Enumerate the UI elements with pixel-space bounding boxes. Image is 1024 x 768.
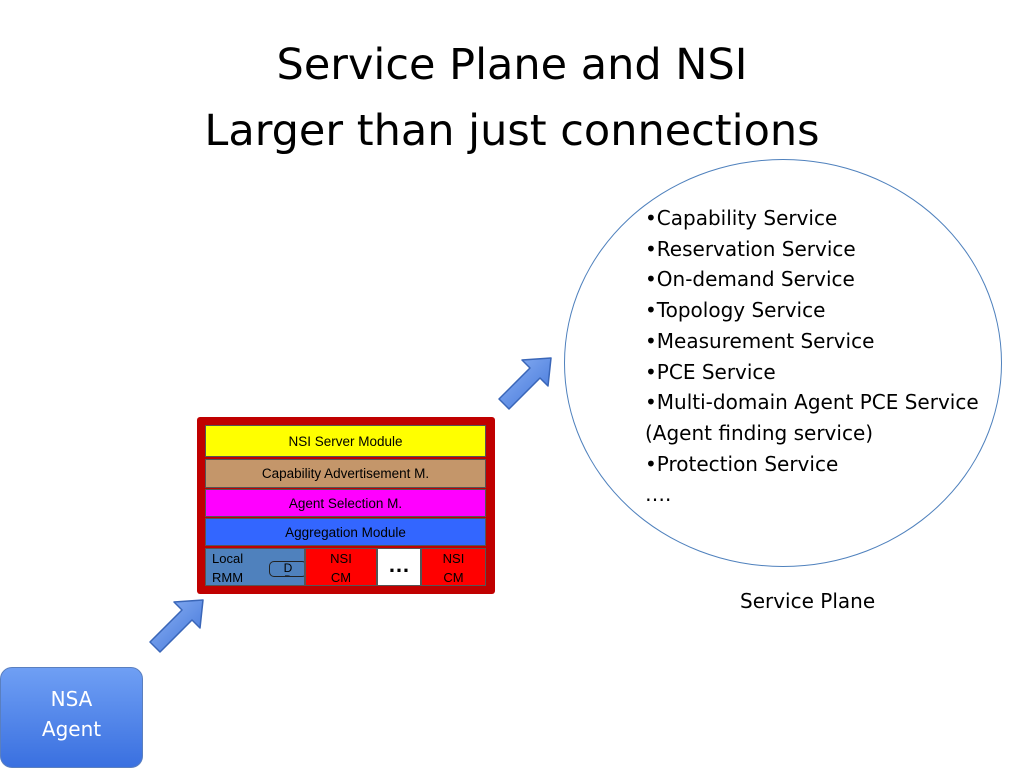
cm2-line-2: CM xyxy=(443,570,464,585)
aggregation-module: Aggregation Module xyxy=(205,518,486,546)
local-rmm-line-2: RMM xyxy=(212,570,244,585)
slide-title: Service Plane and NSI Larger than just c… xyxy=(0,32,1024,164)
service-plane-circle xyxy=(564,159,1002,567)
cm1-line-2: CM xyxy=(330,570,352,585)
nsi-server-module: NSI Server Module xyxy=(205,425,486,457)
title-line-1: Service Plane and NSI xyxy=(276,40,748,90)
cm2-line-1: NSI xyxy=(442,551,465,566)
capability-advertisement-module: Capability Advertisement M. xyxy=(205,459,486,488)
title-line-2: Larger than just connections xyxy=(204,106,820,156)
service-item: •Measurement Service xyxy=(645,328,875,353)
upper-arrow-icon xyxy=(498,357,552,410)
nsa-agent-box: NSA Agent xyxy=(0,667,143,768)
local-rmm-module: Local RMM D B xyxy=(205,548,305,586)
nsi-cm-module-1: NSI CM xyxy=(305,548,377,586)
db-line-2: B xyxy=(270,574,304,576)
nsi-module-stack: NSI Server Module Capability Advertiseme… xyxy=(197,417,495,594)
agent-selection-module: Agent Selection M. xyxy=(205,489,486,517)
ellipsis-cell: … xyxy=(377,548,421,586)
nsa-agent-line-2: Agent xyxy=(41,716,102,741)
service-item: •On-demand Service xyxy=(645,267,855,292)
nsi-cm-module-2: NSI CM xyxy=(421,548,486,586)
service-item: •Topology Service xyxy=(645,298,826,323)
db-line-1: D xyxy=(283,561,293,575)
cm1-line-1: NSI xyxy=(330,551,352,566)
local-rmm-line-1: Local xyxy=(212,551,244,566)
service-item: •Multi-domain Agent PCE Service xyxy=(645,390,979,415)
db-chip: D B xyxy=(269,561,304,577)
service-plane-caption: Service Plane xyxy=(740,589,876,613)
service-list: •Capability Service •Reservation Service… xyxy=(645,203,979,510)
service-item: …. xyxy=(645,482,672,507)
service-item: •Protection Service xyxy=(645,451,839,476)
service-item: •Reservation Service xyxy=(645,236,856,261)
lower-arrow-icon xyxy=(149,599,204,653)
service-item: •Capability Service xyxy=(645,206,838,230)
nsa-agent-line-1: NSA xyxy=(50,686,93,711)
service-item: •PCE Service xyxy=(645,359,776,384)
connection-modules-row: Local RMM D B NSI CM … NSI CM xyxy=(205,548,486,586)
service-item: (Agent finding service) xyxy=(645,420,874,445)
